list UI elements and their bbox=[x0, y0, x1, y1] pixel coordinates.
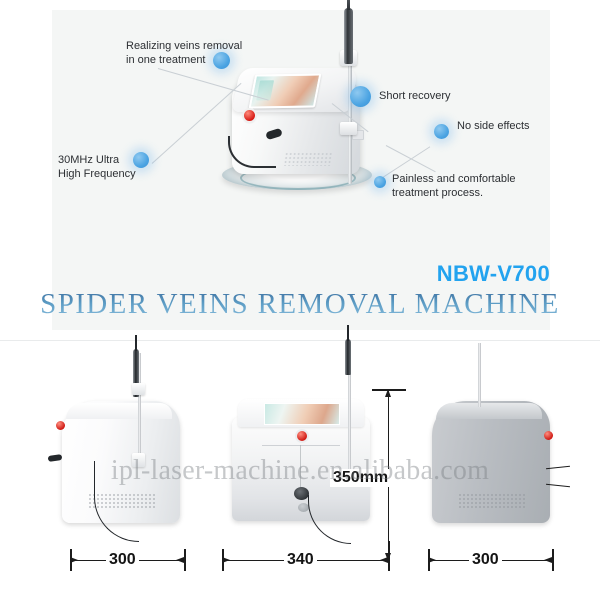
front-view-handpiece bbox=[345, 325, 351, 375]
dim-left-arrow-start bbox=[70, 557, 78, 563]
machine-view-right-side bbox=[432, 343, 570, 541]
machine-side-port bbox=[352, 130, 364, 140]
callout-dot-frequency bbox=[133, 152, 149, 168]
left-view-handpiece bbox=[133, 335, 139, 397]
callout-dot-painless bbox=[374, 176, 386, 188]
left-view-holder-top bbox=[132, 383, 145, 395]
left-view-top-edge bbox=[66, 403, 172, 419]
laser-handpiece bbox=[344, 0, 353, 64]
dim-front-arrow-end bbox=[380, 557, 388, 563]
right-view-vent-grille bbox=[458, 493, 526, 509]
callout-label-no-side-effects: No side effects bbox=[457, 120, 530, 132]
callout-label-painless: Painless and comfortable treatment proce… bbox=[392, 173, 516, 199]
callout-label-short-recovery: Short recovery bbox=[379, 90, 451, 102]
dim-height-arrow-top bbox=[385, 389, 391, 397]
dim-height-arrow-bottom bbox=[385, 553, 391, 561]
left-view-stand-pole bbox=[138, 353, 141, 465]
callout-dot-no-side-effects bbox=[434, 124, 449, 139]
feature-overview-section: Realizing veins removal in one treatment… bbox=[0, 0, 600, 340]
left-view-cable bbox=[94, 461, 139, 542]
dim-right-arrow-end bbox=[544, 557, 552, 563]
right-view-top-edge bbox=[436, 403, 542, 419]
front-view-connector-ring bbox=[298, 503, 309, 512]
product-title: SPIDER VEINS REMOVAL MACHINE bbox=[0, 288, 600, 321]
callout-label-veins-removal: Realizing veins removal in one treatment bbox=[126, 40, 243, 66]
callout-dot-veins-removal bbox=[213, 52, 230, 69]
callout-label-frequency: 30MHz Ultra High Frequency bbox=[58, 154, 136, 180]
dim-left-tick-end bbox=[184, 549, 186, 571]
dimension-views-section: 300 340 350mm 300 bbox=[0, 325, 600, 600]
front-view-cable bbox=[308, 495, 351, 544]
front-view-connector bbox=[294, 487, 309, 500]
front-view-curved-seam bbox=[262, 445, 340, 476]
handpiece-holder-bottom bbox=[340, 122, 357, 135]
left-view-red-button bbox=[56, 421, 65, 430]
front-view-red-button bbox=[297, 431, 307, 441]
dim-left-label: 300 bbox=[106, 551, 139, 569]
dim-right-tick-end bbox=[552, 549, 554, 571]
right-view-red-button bbox=[544, 431, 553, 440]
dim-right-label: 300 bbox=[469, 551, 502, 569]
left-view-cable-plug bbox=[47, 454, 63, 462]
dim-right-arrow-start bbox=[428, 557, 436, 563]
dim-height-label: 350mm bbox=[330, 469, 392, 487]
dim-left-arrow-end bbox=[176, 557, 184, 563]
front-view-stand-pole bbox=[348, 343, 351, 473]
emergency-stop-button bbox=[244, 110, 255, 121]
right-view-stand-pole bbox=[478, 343, 481, 407]
machine-vent-grille bbox=[283, 152, 333, 166]
product-model-number: NBW-V700 bbox=[436, 261, 550, 286]
dim-front-arrow-start bbox=[222, 557, 230, 563]
machine-view-left-side bbox=[47, 335, 192, 542]
machine-illustration-main bbox=[222, 0, 382, 190]
dim-front-label: 340 bbox=[284, 551, 317, 569]
section-divider bbox=[0, 340, 600, 341]
front-view-touchscreen bbox=[264, 403, 340, 425]
machine-touchscreen bbox=[248, 73, 322, 109]
power-cable bbox=[228, 136, 276, 168]
callout-dot-short-recovery bbox=[350, 86, 371, 107]
